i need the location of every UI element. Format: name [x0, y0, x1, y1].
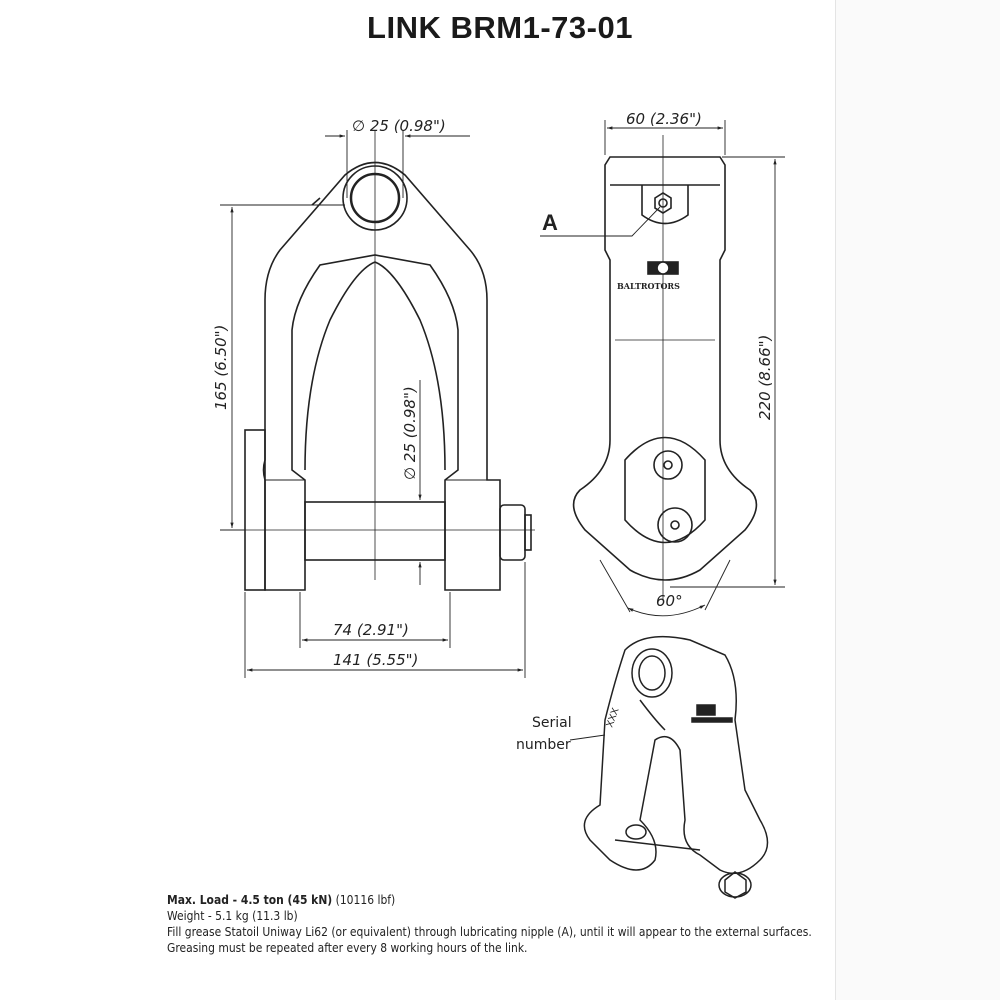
- dim-pin-bolt: ∅ 25 (0.98"): [401, 386, 419, 480]
- dim-side-width: 60 (2.36"): [626, 110, 702, 128]
- grease-instruction: Fill grease Statoil Uniway Li62 (or equi…: [167, 924, 812, 939]
- front-dimensions: [220, 130, 526, 678]
- logo-text: BALTROTORS: [617, 281, 680, 291]
- front-view: [240, 130, 535, 591]
- greasing-interval: Greasing must be repeated after every 8 …: [167, 940, 528, 955]
- isometric-view: [569, 635, 769, 899]
- weight: Weight - 5.1 kg (11.3 lb): [167, 908, 298, 923]
- bolt-head: [244, 429, 266, 591]
- nipple-label: A: [542, 210, 558, 235]
- dim-pin-top: ∅ 25 (0.98"): [352, 117, 446, 135]
- max-load-lbf: (10116 lbf): [332, 892, 396, 907]
- dim-inner-width: 74 (2.91"): [333, 621, 409, 639]
- side-view: [540, 135, 758, 600]
- max-load: Max. Load - 4.5 ton (45 kN): [167, 892, 333, 907]
- bolt-nut: [499, 504, 526, 561]
- dim-overall-width: 141 (5.55"): [333, 651, 418, 669]
- dim-angle: 60°: [656, 592, 683, 610]
- notes: Max. Load - 4.5 ton (45 kN) (10116 lbf) …: [167, 892, 812, 956]
- page-margin: [835, 0, 1000, 1000]
- serial-label-line1: Serial: [532, 715, 572, 731]
- side-dimensions: [599, 120, 785, 617]
- drawing-title: LINK BRM1-73-01: [367, 10, 633, 45]
- serial-label-line2: number: [516, 737, 571, 753]
- dim-side-height: 220 (8.66"): [756, 335, 774, 420]
- dim-height-front: 165 (6.50"): [212, 325, 230, 410]
